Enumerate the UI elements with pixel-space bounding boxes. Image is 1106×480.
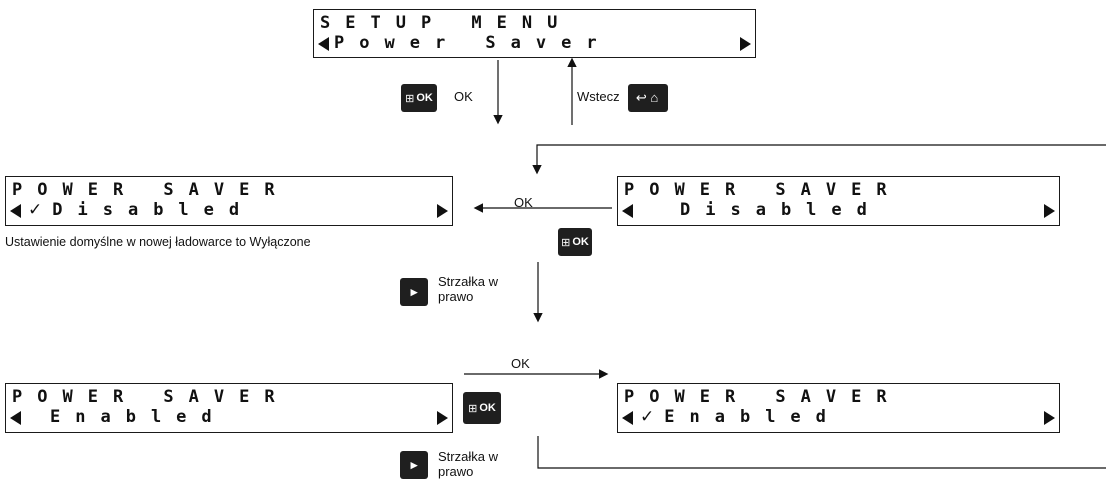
ok-bottom-label: OK bbox=[511, 356, 530, 371]
left-arrow-icon bbox=[622, 204, 633, 218]
menu-grid-icon: ⊞ bbox=[468, 402, 478, 415]
setup-line2: Power Saver bbox=[334, 33, 612, 53]
right-triangle-icon: ▸ bbox=[410, 457, 418, 472]
check-icon: ✓ bbox=[640, 407, 655, 427]
setup-line1: SETUP MENU bbox=[320, 13, 573, 33]
ok-middle-label: OK bbox=[514, 195, 533, 210]
right-key-2: ▸ bbox=[400, 451, 428, 479]
lcd-disabled: POWER SAVER Disabled bbox=[617, 176, 1060, 226]
ok-key-middle: ⊞OK bbox=[558, 228, 592, 256]
right-arrow-icon bbox=[437, 204, 448, 218]
right-arrow-icon bbox=[437, 411, 448, 425]
right-triangle-icon: ▸ bbox=[410, 284, 418, 299]
left-arrow-icon bbox=[10, 204, 21, 218]
ok-key-bottom: ⊞OK bbox=[463, 392, 501, 424]
lcd-enabled-checked: POWER SAVER ✓Enabled bbox=[617, 383, 1060, 433]
menu-grid-icon: ⊞ bbox=[405, 92, 415, 105]
left-arrow-icon bbox=[10, 411, 21, 425]
arrow-return-bottom bbox=[537, 436, 1106, 469]
ok-top-label: OK bbox=[454, 89, 473, 104]
left-arrow-icon bbox=[622, 411, 633, 425]
right-arrow-icon bbox=[740, 37, 751, 51]
default-note: Ustawienie domyślne w nowej ładowarce to… bbox=[5, 235, 311, 249]
lcd-enabled: POWER SAVER Enabled bbox=[5, 383, 453, 433]
arrow-return-top bbox=[532, 144, 1106, 175]
back-home-icon: ↩ ⌂ bbox=[635, 90, 659, 105]
right-arrow-icon bbox=[1044, 411, 1055, 425]
right-key-1: ▸ bbox=[400, 278, 428, 306]
back-label: Wstecz bbox=[577, 89, 620, 104]
lcd-disabled-checked: POWER SAVER ✓Disabled bbox=[5, 176, 453, 226]
ok-key-top: ⊞OK bbox=[401, 84, 437, 112]
right-arrow-label-2: Strzałka w prawo bbox=[438, 449, 498, 479]
back-home-key: ↩ ⌂ bbox=[628, 84, 668, 112]
menu-grid-icon: ⊞ bbox=[561, 236, 571, 249]
left-arrow-icon bbox=[318, 37, 329, 51]
right-arrow-icon bbox=[1044, 204, 1055, 218]
lcd-setup-menu: SETUP MENU Power Saver bbox=[313, 9, 756, 58]
check-icon: ✓ bbox=[28, 200, 43, 220]
right-arrow-label-1: Strzałka w prawo bbox=[438, 274, 498, 304]
